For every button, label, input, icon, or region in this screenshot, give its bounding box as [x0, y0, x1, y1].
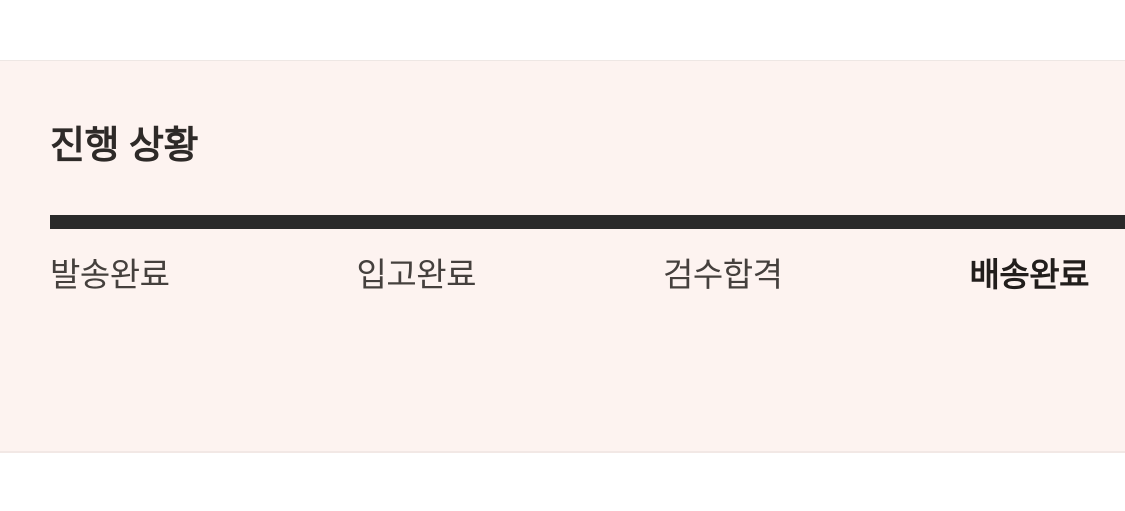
progress-step-warehousing-complete: 입고완료: [356, 255, 477, 293]
progress-title: 진행 상황: [50, 125, 198, 167]
bottom-whitespace: [0, 453, 1125, 511]
progress-step-inspection-passed: 검수합격: [663, 255, 783, 293]
progress-step-delivery-complete: 배송완료: [969, 255, 1090, 293]
progress-steps: 발송완료 입고완료 검수합격 배송완료: [0, 229, 1125, 295]
progress-step-shipping-complete: 발송완료: [50, 255, 170, 293]
top-whitespace: [0, 0, 1125, 60]
progress-panel: 진행 상황 발송완료 입고완료 검수합격 배송완료: [0, 60, 1125, 453]
progress-bar: [50, 214, 1125, 229]
